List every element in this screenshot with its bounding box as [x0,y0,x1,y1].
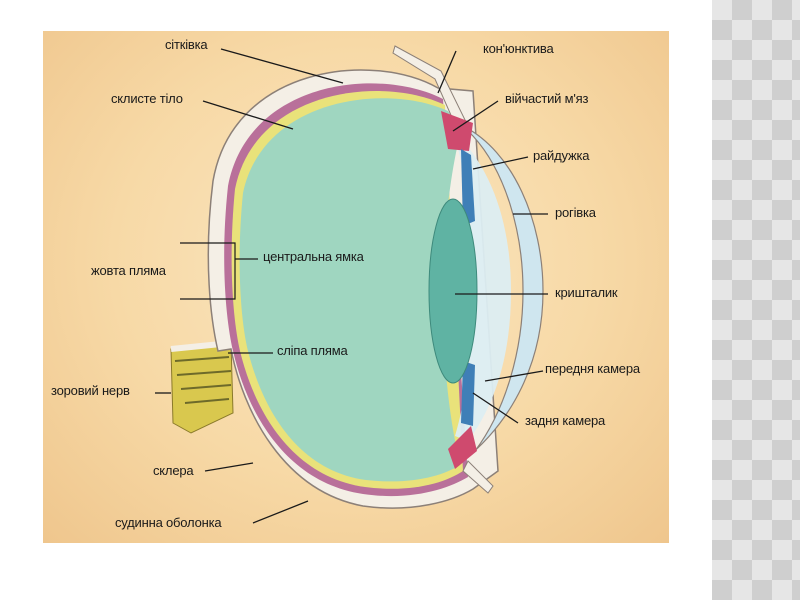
label-vitreous: склисте тіло [111,91,183,106]
label-fovea: центральна ямка [263,249,364,264]
lens-shape [428,198,478,384]
eye-cross-section [155,45,548,524]
iris-shape [461,149,475,226]
label-iris: райдужка [533,148,590,163]
label-macula: жовта пляма [91,263,166,278]
label-ciliary-muscle: війчастий м'яз [505,91,589,106]
label-blind-spot: сліпа пляма [277,343,348,358]
label-choroid: судинна оболонка [115,515,222,530]
label-cornea: рогівка [555,205,596,220]
label-conjunctiva: кон'юнктива [483,41,554,56]
vitreous-shape [239,98,461,482]
eye-diagram: сітківка склисте тіло жовта пляма центра… [43,31,669,543]
label-optic-nerve: зоровий нерв [51,383,130,398]
ciliary-muscle-shape [441,111,473,151]
label-posterior-chamber: задня камера [525,413,606,428]
optic-nerve [170,340,234,434]
label-anterior-chamber: передня камера [545,361,640,376]
label-retina: сітківка [165,37,208,52]
decorative-checker-pattern [712,0,800,600]
leader-lines [155,48,548,524]
label-lens: кришталик [555,285,618,300]
label-sclera: склера [153,463,194,478]
